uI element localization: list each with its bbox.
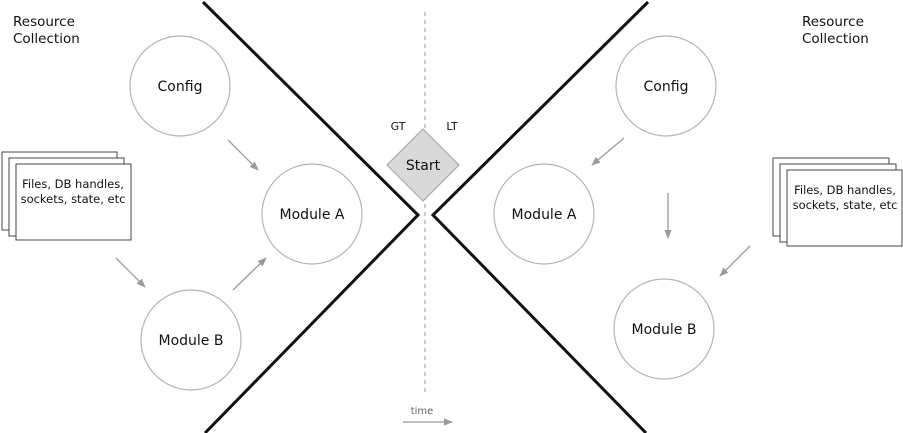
- start-diamond: [386, 128, 460, 202]
- right-resources-line1: Files, DB handles,: [794, 183, 896, 197]
- right-module-b-label: Module B: [632, 322, 697, 338]
- time-label: time: [411, 406, 434, 417]
- left-resources-line2: sockets, state, etc: [21, 192, 126, 206]
- right-title-line2: Collection: [802, 31, 869, 47]
- right-arrow-resources-to-module-b: [719, 245, 751, 277]
- left-divider: [201, 0, 421, 433]
- right-module-b-node: [613, 278, 715, 380]
- right-divider: [430, 0, 650, 433]
- left-title-line1: Resource: [13, 14, 75, 30]
- right-arrow-config-to-module-a: [591, 137, 625, 166]
- left-config-label: Config: [158, 79, 203, 95]
- left-arrow-config-to-module-a: [227, 139, 259, 171]
- left-title-line2: Collection: [13, 31, 80, 47]
- left-resource-doc-front: [15, 163, 132, 241]
- left-module-b-label: Module B: [159, 333, 224, 349]
- gt-label: GT: [391, 120, 406, 133]
- left-arrow-resources-to-module-b: [115, 257, 146, 288]
- right-resources-line2: sockets, state, etc: [793, 198, 898, 212]
- left-config-node: [129, 35, 231, 137]
- right-resource-stack: [772, 157, 903, 247]
- left-module-a-label: Module A: [280, 207, 345, 223]
- right-module-a-label: Module A: [512, 207, 577, 223]
- left-arrow-module-b-to-module-a: [232, 257, 267, 291]
- lt-label: LT: [446, 120, 458, 133]
- right-title-line1: Resource: [802, 14, 864, 30]
- right-config-label: Config: [644, 79, 689, 95]
- right-config-node: [615, 35, 717, 137]
- left-module-b-node: [140, 289, 242, 391]
- left-resource-stack: [1, 151, 132, 241]
- left-resources-line1: Files, DB handles,: [22, 177, 124, 191]
- right-resource-doc-front: [786, 169, 903, 247]
- start-label: Start: [406, 158, 441, 174]
- right-module-a-node: [493, 163, 595, 265]
- left-module-a-node: [261, 163, 363, 265]
